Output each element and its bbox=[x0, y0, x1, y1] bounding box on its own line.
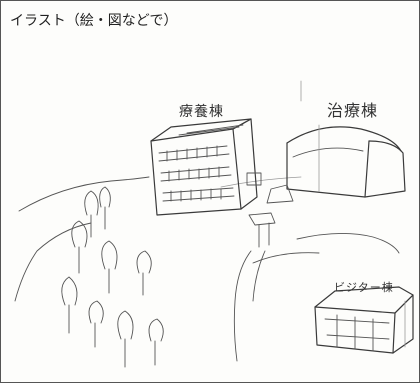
section-heading: イラスト（絵・図などで） bbox=[10, 13, 178, 29]
ryoyo-building bbox=[150, 118, 276, 362]
label-chiryo-building: 治療棟 bbox=[327, 101, 379, 120]
label-visitor-building: ビジター棟 bbox=[334, 281, 394, 294]
trees bbox=[61, 186, 164, 368]
visitor-building bbox=[314, 286, 414, 354]
label-ryoyo-building: 療養棟 bbox=[179, 104, 224, 120]
chiryo-building bbox=[266, 124, 406, 204]
